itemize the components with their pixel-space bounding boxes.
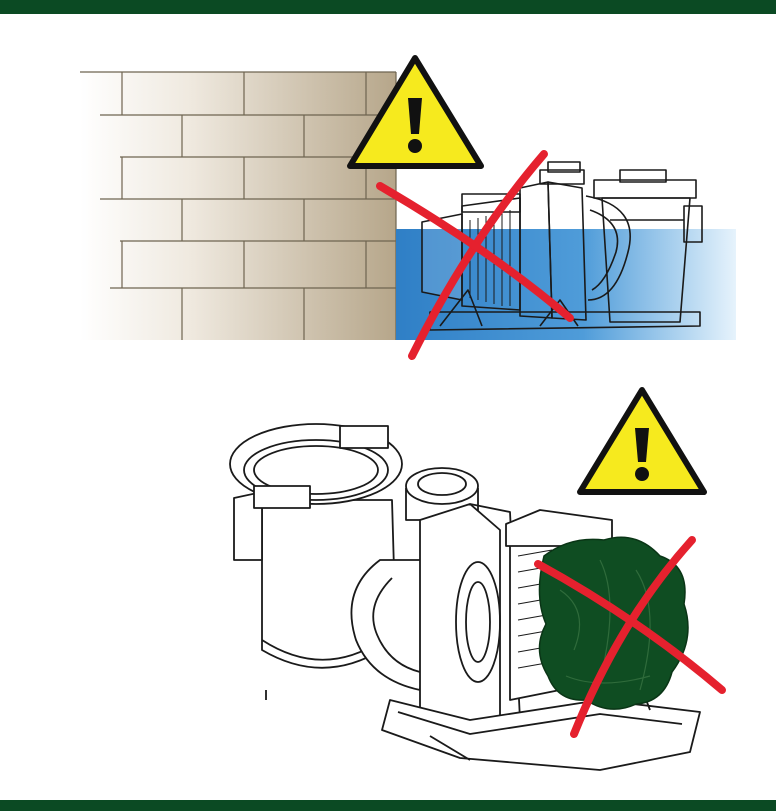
panel-pump-not-submerged bbox=[80, 55, 736, 360]
top-frame-bar bbox=[0, 0, 776, 14]
prohibition-cross-icon bbox=[376, 150, 574, 360]
pump-line-art bbox=[229, 423, 701, 771]
warning-triangle-icon bbox=[347, 55, 484, 169]
motor-cover bbox=[538, 536, 689, 710]
panel-pump-motor-not-covered bbox=[229, 387, 726, 771]
prohibition-cross-icon bbox=[534, 536, 726, 738]
brick-wall bbox=[80, 71, 397, 340]
bottom-frame-bar bbox=[0, 800, 776, 811]
warning-triangle-icon bbox=[577, 387, 707, 495]
